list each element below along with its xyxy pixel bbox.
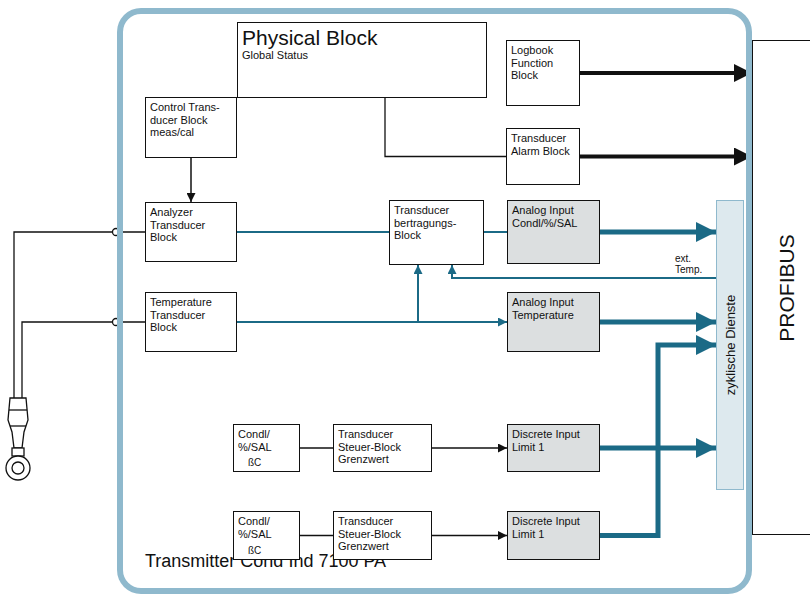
connector [600,345,716,536]
connector [580,71,752,75]
function-block: Logbook Function Block [506,40,580,106]
switch-box: Condl/ %/SAL ßC [233,424,300,472]
transmitter-housing: Transmitter Cond Ind 7100 PAPhysical Blo… [117,8,752,594]
function-block: Transducer Alarm Block [506,128,580,185]
transducer-block: Control Trans- ducer Block meas/cal [145,97,237,158]
node-text: Transducer Alarm Block [511,132,575,157]
connector [237,231,389,233]
connector [432,535,507,537]
transducer-block: Temperature Transducer Block [145,292,237,352]
connector [432,447,507,449]
conductivity-sensor [6,398,30,480]
discrete-input-block: Discrete Input Limit 1 [507,424,600,472]
node-text: ßC [248,457,261,469]
node-text: ßC [248,545,261,557]
connector [190,158,192,202]
connector [385,98,506,157]
connector [484,231,507,233]
connector [600,320,716,325]
bus-box: PROFIBUS [752,40,810,535]
analog-input-block: Analog Input Temperature [507,292,600,352]
cyclic-services-band: zyklische Dienste [716,200,744,490]
node-text: Temperature Transducer Block [150,296,232,334]
node-text: Global Status [242,49,482,62]
edge-label: ext. Temp. [674,253,710,275]
transducer-block: Transducer Steuer-Block Grenzwert [333,511,432,560]
connector [300,447,333,448]
transducer-block: Transducer bertragungs- Block [389,200,484,265]
physical-block: Physical BlockGlobal Status [237,22,487,98]
node-text: Discrete Input Limit 1 [512,515,595,540]
analog-input-block: Analog Input Condl/%/SAL [507,200,600,264]
node-text: Condl/ %/SAL [238,515,280,540]
discrete-input-block: Discrete Input Limit 1 [507,511,600,560]
node-text: Analog Input Condl/%/SAL [512,204,595,229]
connector [580,155,752,159]
connector [600,230,716,235]
connector [300,535,333,536]
node-text: zyklische Dienste [723,295,738,395]
node-text: Logbook Function Block [511,44,575,82]
node-text: Analyzer Transducer Block [150,206,232,244]
sensor-wires [14,229,145,399]
node-text: PROFIBUS [775,234,799,341]
switch-box: Condl/ %/SAL ßC [233,511,300,560]
node-text: Transducer Steuer-Block Grenzwert [338,515,427,553]
node-text: Transducer Steuer-Block Grenzwert [338,428,427,466]
node-text: Discrete Input Limit 1 [512,428,595,453]
connector [237,265,418,322]
transducer-block: Analyzer Transducer Block [145,202,237,262]
node-text: Condl/ %/SAL [238,428,280,453]
node-text: Analog Input Temperature [512,296,595,321]
transducer-block: Transducer Steuer-Block Grenzwert [333,424,432,472]
node-text: Transducer bertragungs- Block [394,204,479,242]
node-text: Control Trans- ducer Block meas/cal [150,101,232,139]
node-text: Physical Block [242,26,482,49]
